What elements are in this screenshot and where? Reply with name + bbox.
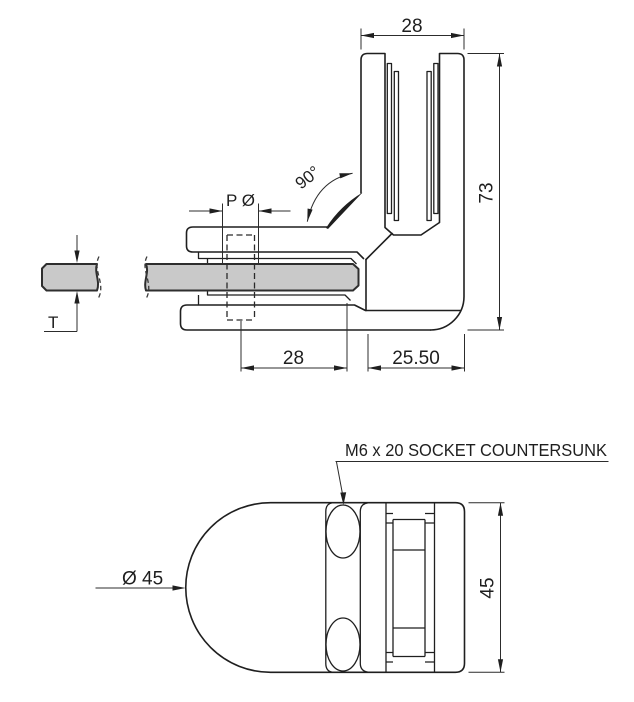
clamp-bottom-plate [179, 304, 462, 331]
arrowhead [497, 659, 504, 673]
dim-label-body-diameter: Ø 45 [122, 569, 163, 590]
gasket-strip [433, 62, 439, 215]
arrowhead [334, 365, 347, 371]
corner-chamfer [365, 232, 393, 261]
dimension-top-width: 28 [360, 16, 465, 50]
dim-label-overall-height: 73 [477, 182, 498, 203]
body-left-edge-line [359, 502, 369, 673]
arrowhead [172, 585, 186, 591]
arrowhead [368, 365, 381, 371]
dim-label-glass-thickness: T [48, 313, 58, 332]
break-line [96, 256, 102, 299]
arrowhead [74, 250, 80, 263]
glass-panel-piece [41, 263, 100, 292]
arrowhead [340, 492, 347, 505]
hidden-hole [226, 234, 256, 321]
dim-label-pin-diameter: P Ø [226, 191, 255, 210]
arrowhead [451, 365, 465, 371]
dimension-angle: 90° [292, 162, 353, 222]
dimension-body-diameter: Ø 45 [95, 569, 186, 591]
break-line [144, 256, 150, 299]
dimension-pin-diameter: P Ø [189, 191, 291, 263]
arrowhead [307, 208, 313, 222]
corner-fillet-crescent [326, 192, 363, 229]
channel-layers [385, 503, 436, 672]
gasket-step-lower [206, 290, 351, 301]
dim-label-body-height: 45 [478, 577, 499, 598]
arrowhead [361, 32, 374, 39]
glass-panel-main [144, 263, 360, 292]
side-view: 28 73 P Ø 90° T [41, 16, 504, 372]
dimension-body-depth: 25.50 [367, 334, 465, 372]
dim-label-hole-offset: 28 [283, 348, 304, 369]
arrowhead [209, 208, 223, 214]
front-view: M6 x 20 SOCKET COUNTERSUNK Ø 45 45 [95, 440, 609, 674]
arrowhead [451, 32, 464, 39]
arrowhead [339, 173, 353, 179]
dim-label-body-depth: 25.50 [392, 348, 440, 369]
screw-hole-top [325, 504, 361, 559]
arrowhead [258, 208, 272, 214]
clamp-top-plate [185, 226, 365, 260]
dimension-hole-offset: 28 [240, 303, 348, 372]
leg-gasket-strips [386, 62, 439, 222]
arrowhead [496, 53, 503, 67]
callout-screw: M6 x 20 SOCKET COUNTERSUNK [335, 440, 609, 505]
clamp-leg-outline [360, 52, 465, 331]
gasket-step-upper [197, 252, 357, 265]
screw-hole-bottom [325, 617, 361, 672]
callout-screw-label: M6 x 20 SOCKET COUNTERSUNK [345, 440, 607, 460]
arrowhead [74, 291, 80, 304]
gasket-strip [393, 70, 400, 222]
dimension-overall-height: 73 [467, 53, 504, 331]
dimension-body-height: 45 [468, 502, 505, 673]
dim-label-top-width: 28 [401, 16, 422, 37]
clamp-front-outline [184, 501, 466, 674]
cap-edge-line [325, 502, 333, 673]
gasket-strip [426, 70, 432, 222]
gasket-strip [386, 62, 393, 215]
dimension-glass-thickness: T [44, 235, 80, 332]
arrowhead [497, 502, 504, 516]
arrowhead [241, 365, 254, 371]
arrowhead [496, 317, 503, 330]
dim-label-angle: 90° [292, 162, 324, 193]
